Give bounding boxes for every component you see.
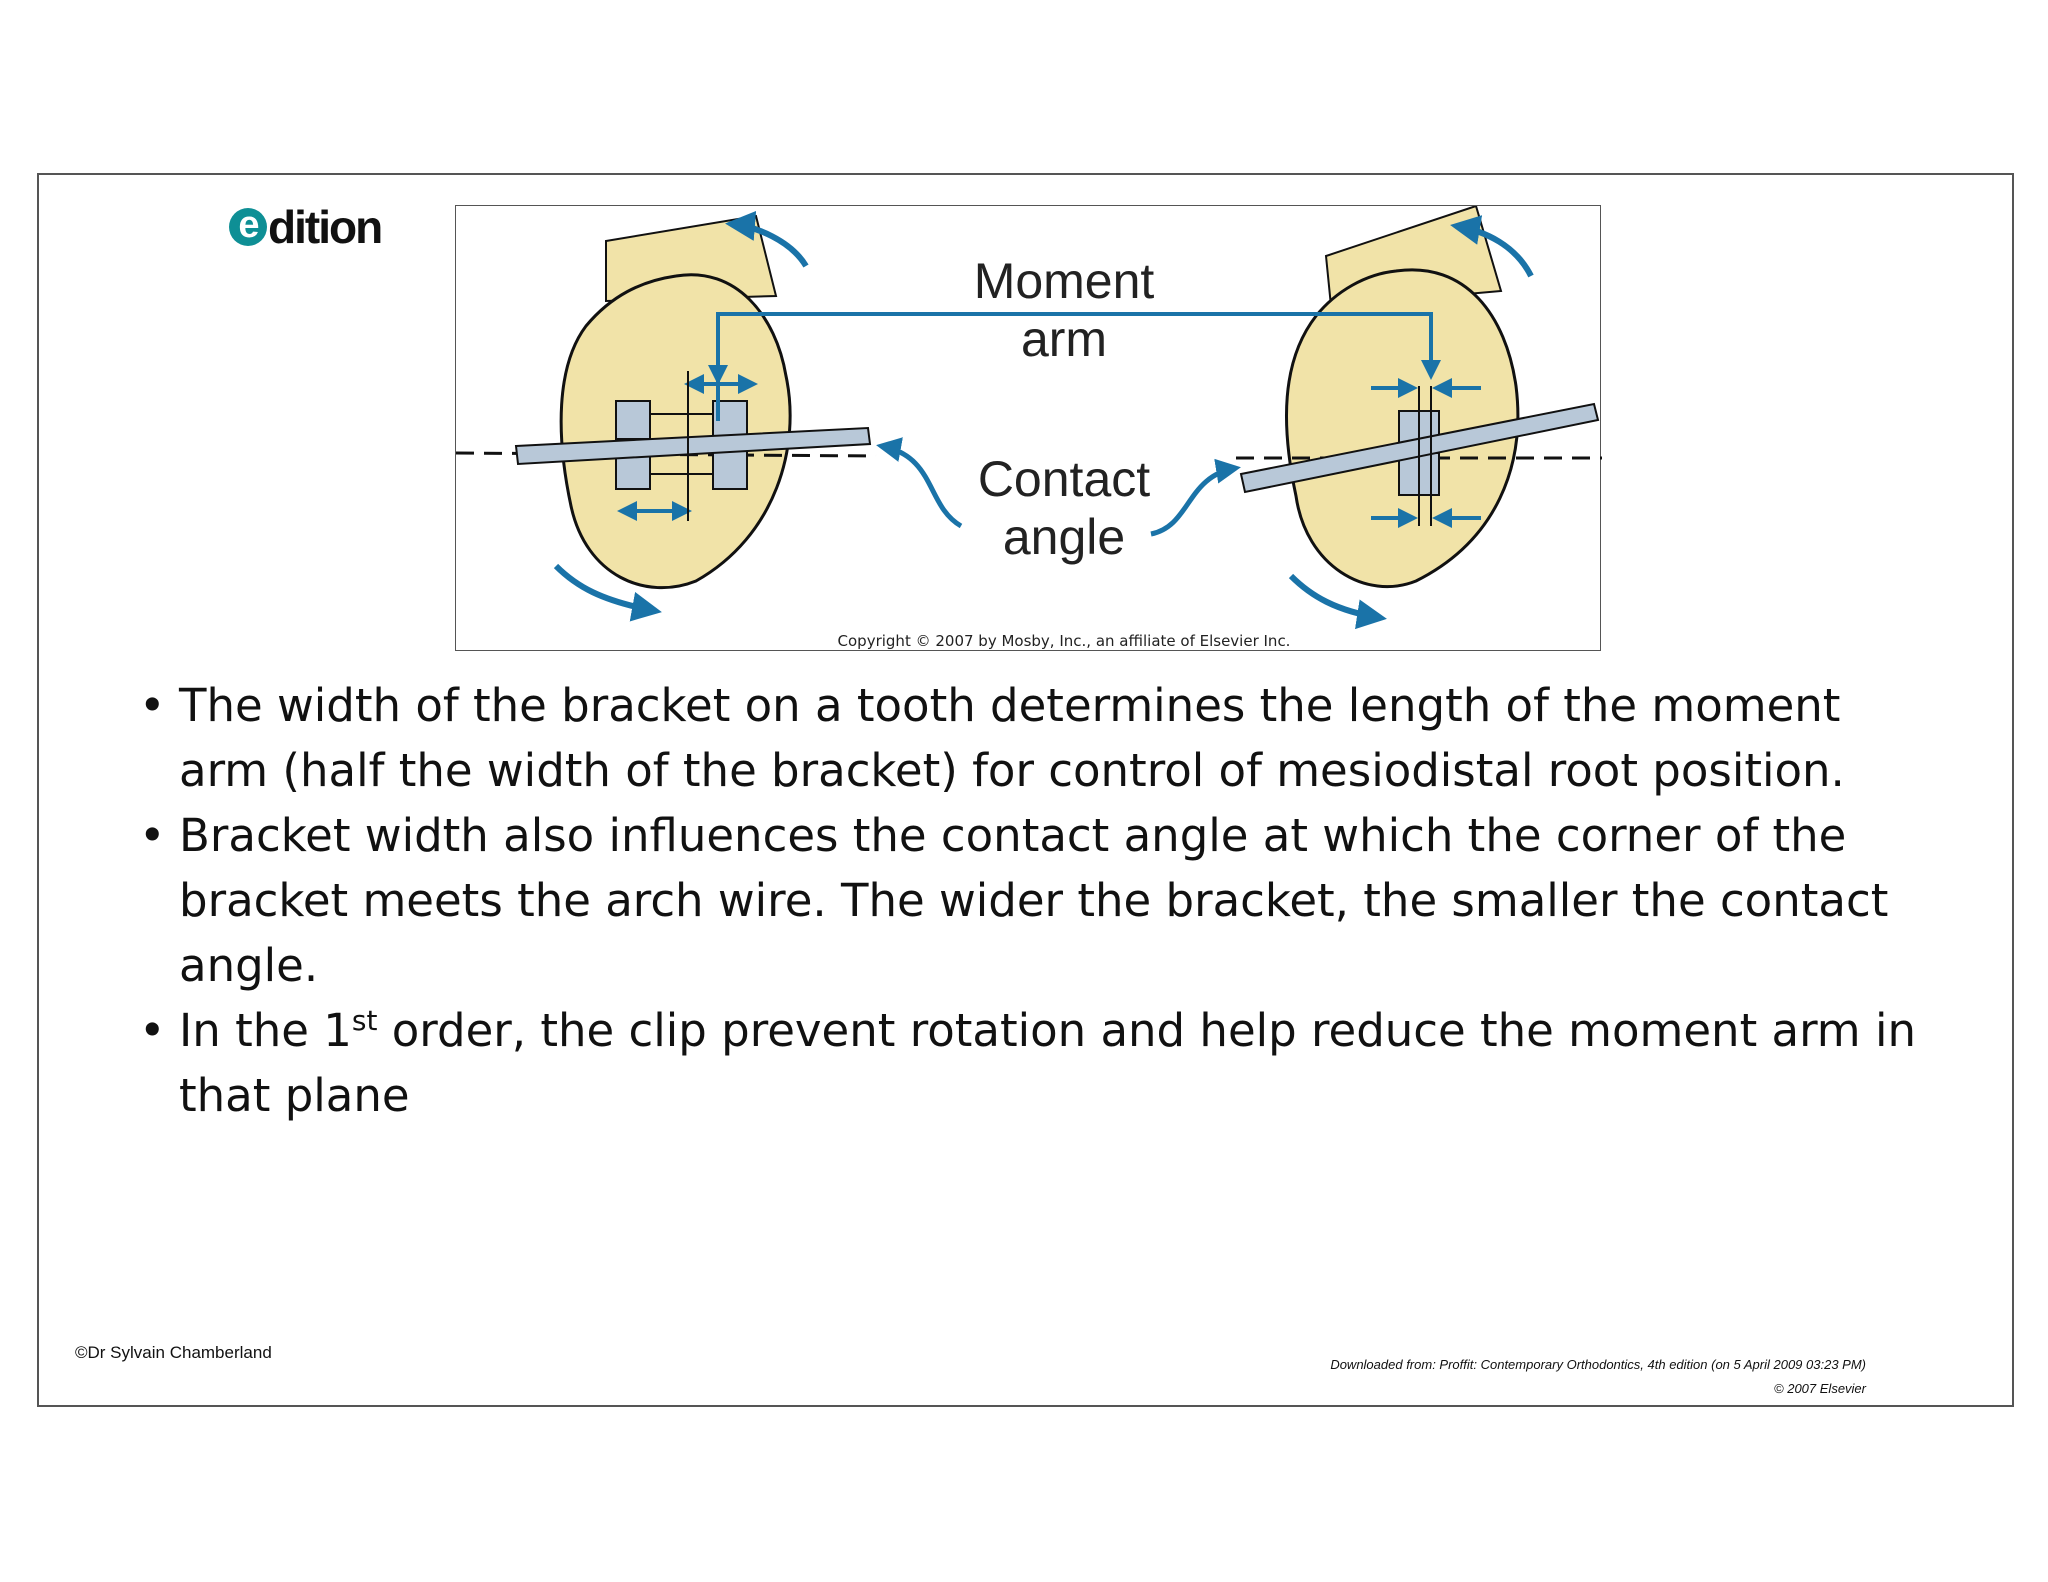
right-top-rotation-arrow: [1450, 215, 1534, 278]
bullet-dot: •: [139, 679, 166, 732]
bullet-text: The width of the bracket on a tooth dete…: [179, 679, 1845, 797]
label-contact: Contact: [978, 451, 1150, 507]
right-tooth: [1236, 206, 1602, 630]
logo-text: dition: [268, 201, 383, 253]
left-top-rotation-arrow: [725, 210, 809, 268]
bracket-diagram: Moment arm Contact angle Copyright © 200…: [455, 205, 1602, 651]
bullet-text: Bracket width also influences the contac…: [179, 809, 1889, 992]
left-arch-wire: [514, 426, 872, 466]
bullet-list: • The width of the bracket on a tooth de…: [139, 673, 1919, 1128]
bullet-text-pre: In the 1: [179, 1004, 352, 1057]
source-credit: Downloaded from: Proffit: Contemporary O…: [1330, 1353, 1866, 1401]
bullet-superscript: st: [351, 1004, 378, 1037]
bracket-diagram-svg: Moment arm Contact angle Copyright © 200…: [456, 206, 1602, 650]
left-tooth-body: [559, 273, 792, 590]
bullet-item: • The width of the bracket on a tooth de…: [139, 673, 1919, 803]
bullet-dot: •: [139, 809, 166, 862]
source-line: Downloaded from: Proffit: Contemporary O…: [1330, 1357, 1866, 1372]
left-bracket-wing-1: [615, 400, 651, 440]
left-tooth: [456, 210, 877, 622]
label-angle: angle: [1003, 509, 1125, 565]
bullet-dot: •: [139, 1004, 166, 1057]
rights-line: © 2007 Elsevier: [1774, 1381, 1866, 1396]
bullet-text-post: order, the clip prevent rotation and hel…: [179, 1004, 1916, 1122]
left-bottom-rotation-arrow: [553, 563, 662, 622]
contact-angle-arrow-right: [1150, 458, 1241, 537]
label-arm: arm: [1021, 311, 1107, 367]
right-bottom-rotation-arrow: [1288, 573, 1387, 630]
left-bracket-wing-4: [712, 450, 748, 490]
bullet-item: • Bracket width also influences the cont…: [139, 803, 1919, 998]
logo-e-icon: e: [229, 206, 267, 246]
label-moment: Moment: [974, 253, 1155, 309]
figure-copyright: Copyright © 2007 by Mosby, Inc., an affi…: [838, 632, 1291, 650]
bullet-item: • In the 1st order, the clip prevent rot…: [139, 998, 1919, 1128]
author-credit: ©Dr Sylvain Chamberland: [75, 1343, 272, 1362]
contact-angle-arrow-left: [876, 437, 963, 529]
